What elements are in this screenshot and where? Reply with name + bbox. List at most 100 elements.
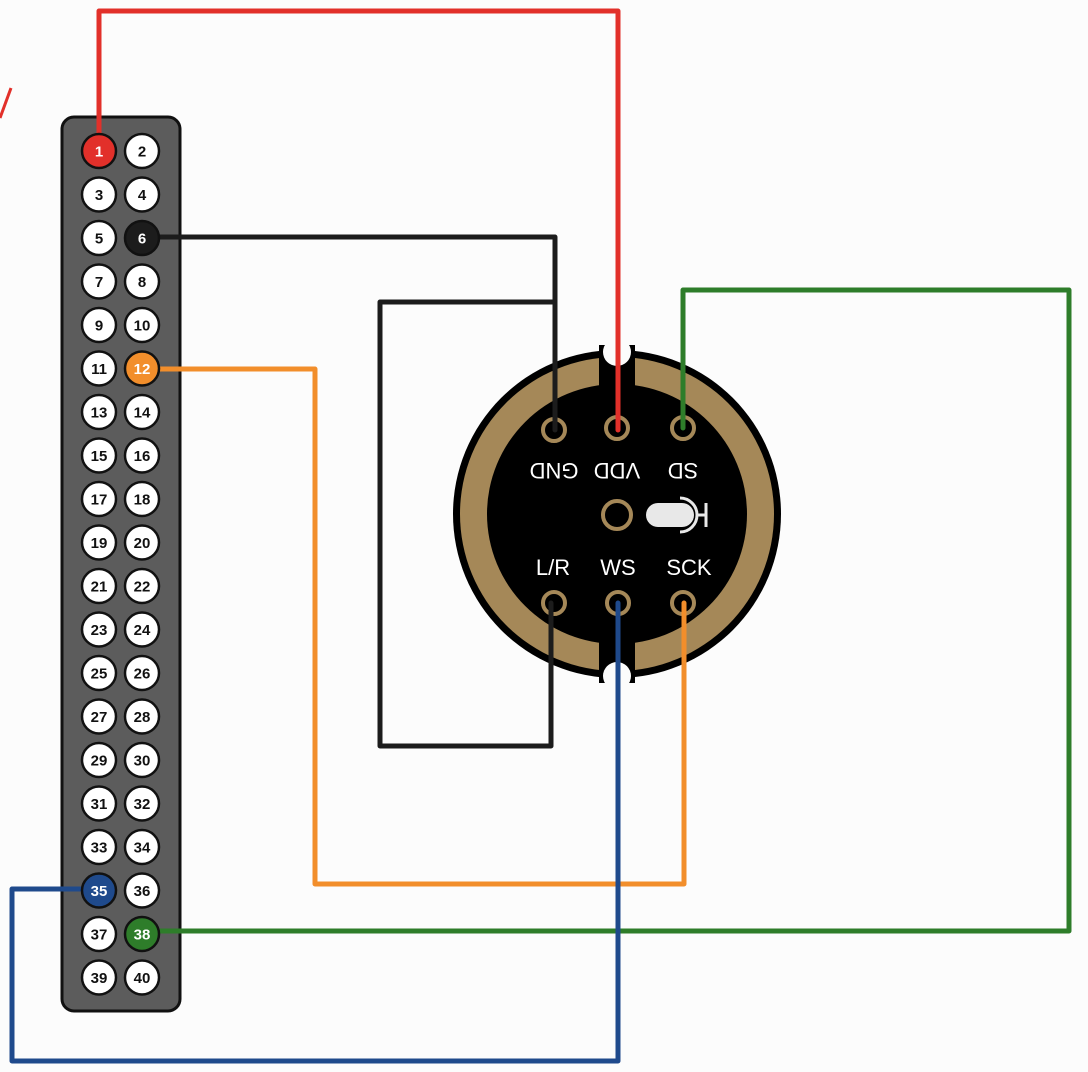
pin-label: 18	[134, 492, 151, 509]
pin-label: 29	[91, 753, 108, 770]
pin-circle	[80, 480, 118, 518]
pin-25: 25	[80, 654, 118, 692]
pin-circle	[80, 741, 118, 779]
edge-mark	[0, 87, 13, 119]
pin-label: 31	[91, 796, 108, 813]
pin-circle	[123, 132, 161, 170]
pin-24: 24	[123, 611, 161, 648]
pin-circle	[80, 872, 118, 909]
pin-16: 16	[123, 437, 161, 474]
pin-12: 12	[123, 350, 161, 387]
pin-33: 33	[80, 828, 118, 866]
pin-circle	[123, 219, 161, 257]
wire-black-lr	[377, 299, 558, 749]
pin-label: 23	[91, 622, 108, 639]
pin-circle	[123, 524, 161, 561]
pin-21: 21	[80, 567, 118, 605]
pin-5: 5	[80, 219, 118, 257]
pin-label: 35	[91, 883, 108, 900]
pin-35: 35	[80, 872, 118, 909]
pin-label: 12	[134, 361, 151, 378]
pin-4: 4	[123, 176, 161, 213]
pin-label: 30	[134, 753, 151, 770]
pin-circle	[123, 828, 161, 866]
label-sd: SD	[668, 458, 699, 483]
pin-9: 9	[80, 306, 118, 344]
pin-label: 2	[138, 144, 146, 161]
pin-label: 1	[95, 144, 103, 161]
pin-1: 1	[80, 132, 118, 170]
label-gnd: GND	[530, 458, 579, 483]
label-vdd: VDD	[594, 458, 640, 483]
pin-6: 6	[123, 219, 161, 257]
pin-circle	[80, 654, 118, 692]
pin-circle	[123, 915, 161, 953]
pin-label: 28	[134, 709, 151, 726]
pin-15: 15	[80, 437, 118, 474]
pin-14: 14	[123, 393, 161, 431]
pin-label: 36	[134, 883, 151, 900]
pin-20: 20	[123, 524, 161, 561]
pin-label: 21	[91, 579, 108, 596]
pin-circle	[123, 785, 161, 822]
pin-27: 27	[80, 698, 118, 735]
pin-label: 19	[91, 535, 108, 552]
pin-label: 25	[91, 666, 108, 683]
pin-label: 33	[91, 840, 108, 857]
pin-circle	[123, 698, 161, 735]
pin-circle	[80, 393, 118, 431]
pin-label: 6	[138, 231, 146, 248]
pin-label: 26	[134, 666, 151, 683]
pin-label: 32	[134, 796, 151, 813]
pad-lr	[541, 590, 567, 616]
pin-40: 40	[123, 959, 161, 996]
wire-black-gnd	[139, 234, 558, 433]
microphone-icon	[646, 496, 708, 534]
pin-10: 10	[123, 306, 161, 344]
pin-circle	[80, 785, 118, 822]
pin-label: 17	[91, 492, 108, 509]
pin-circle	[80, 959, 118, 996]
pin-label: 15	[91, 448, 108, 465]
pin-13: 13	[80, 393, 118, 431]
pin-circle	[123, 437, 161, 474]
pin-label: 13	[91, 405, 108, 422]
pin-label: 40	[134, 970, 151, 987]
pin-circle	[123, 350, 161, 387]
pin-circle	[80, 437, 118, 474]
pin-circle	[80, 263, 118, 300]
pin-circle	[80, 219, 118, 257]
pin-22: 22	[123, 567, 161, 605]
pin-23: 23	[80, 611, 118, 648]
pin-circle	[80, 698, 118, 735]
pin-circle	[80, 567, 118, 605]
mic-port	[601, 499, 633, 531]
label-sck: SCK	[666, 555, 712, 580]
pin-36: 36	[123, 872, 161, 909]
pin-28: 28	[123, 698, 161, 735]
pin-26: 26	[123, 654, 161, 692]
pin-label: 38	[134, 927, 151, 944]
pin-label: 24	[134, 622, 151, 639]
pin-31: 31	[80, 785, 118, 822]
pin-circle	[123, 654, 161, 692]
pin-32: 32	[123, 785, 161, 822]
pin-8: 8	[123, 263, 161, 300]
pin-circle	[80, 132, 118, 170]
pin-label: 9	[95, 318, 103, 335]
pin-label: 5	[95, 231, 103, 248]
pin-circle	[80, 524, 118, 561]
pin-circle	[123, 480, 161, 518]
wire-orange-sck	[157, 366, 687, 887]
pin-7: 7	[80, 263, 118, 300]
label-lr: L/R	[536, 555, 570, 580]
pin-3: 3	[80, 176, 118, 213]
pin-circle	[123, 393, 161, 431]
pin-38: 38	[123, 915, 161, 953]
pin-label: 10	[134, 318, 151, 335]
pin-circle	[123, 263, 161, 300]
pin-label: 20	[134, 535, 151, 552]
